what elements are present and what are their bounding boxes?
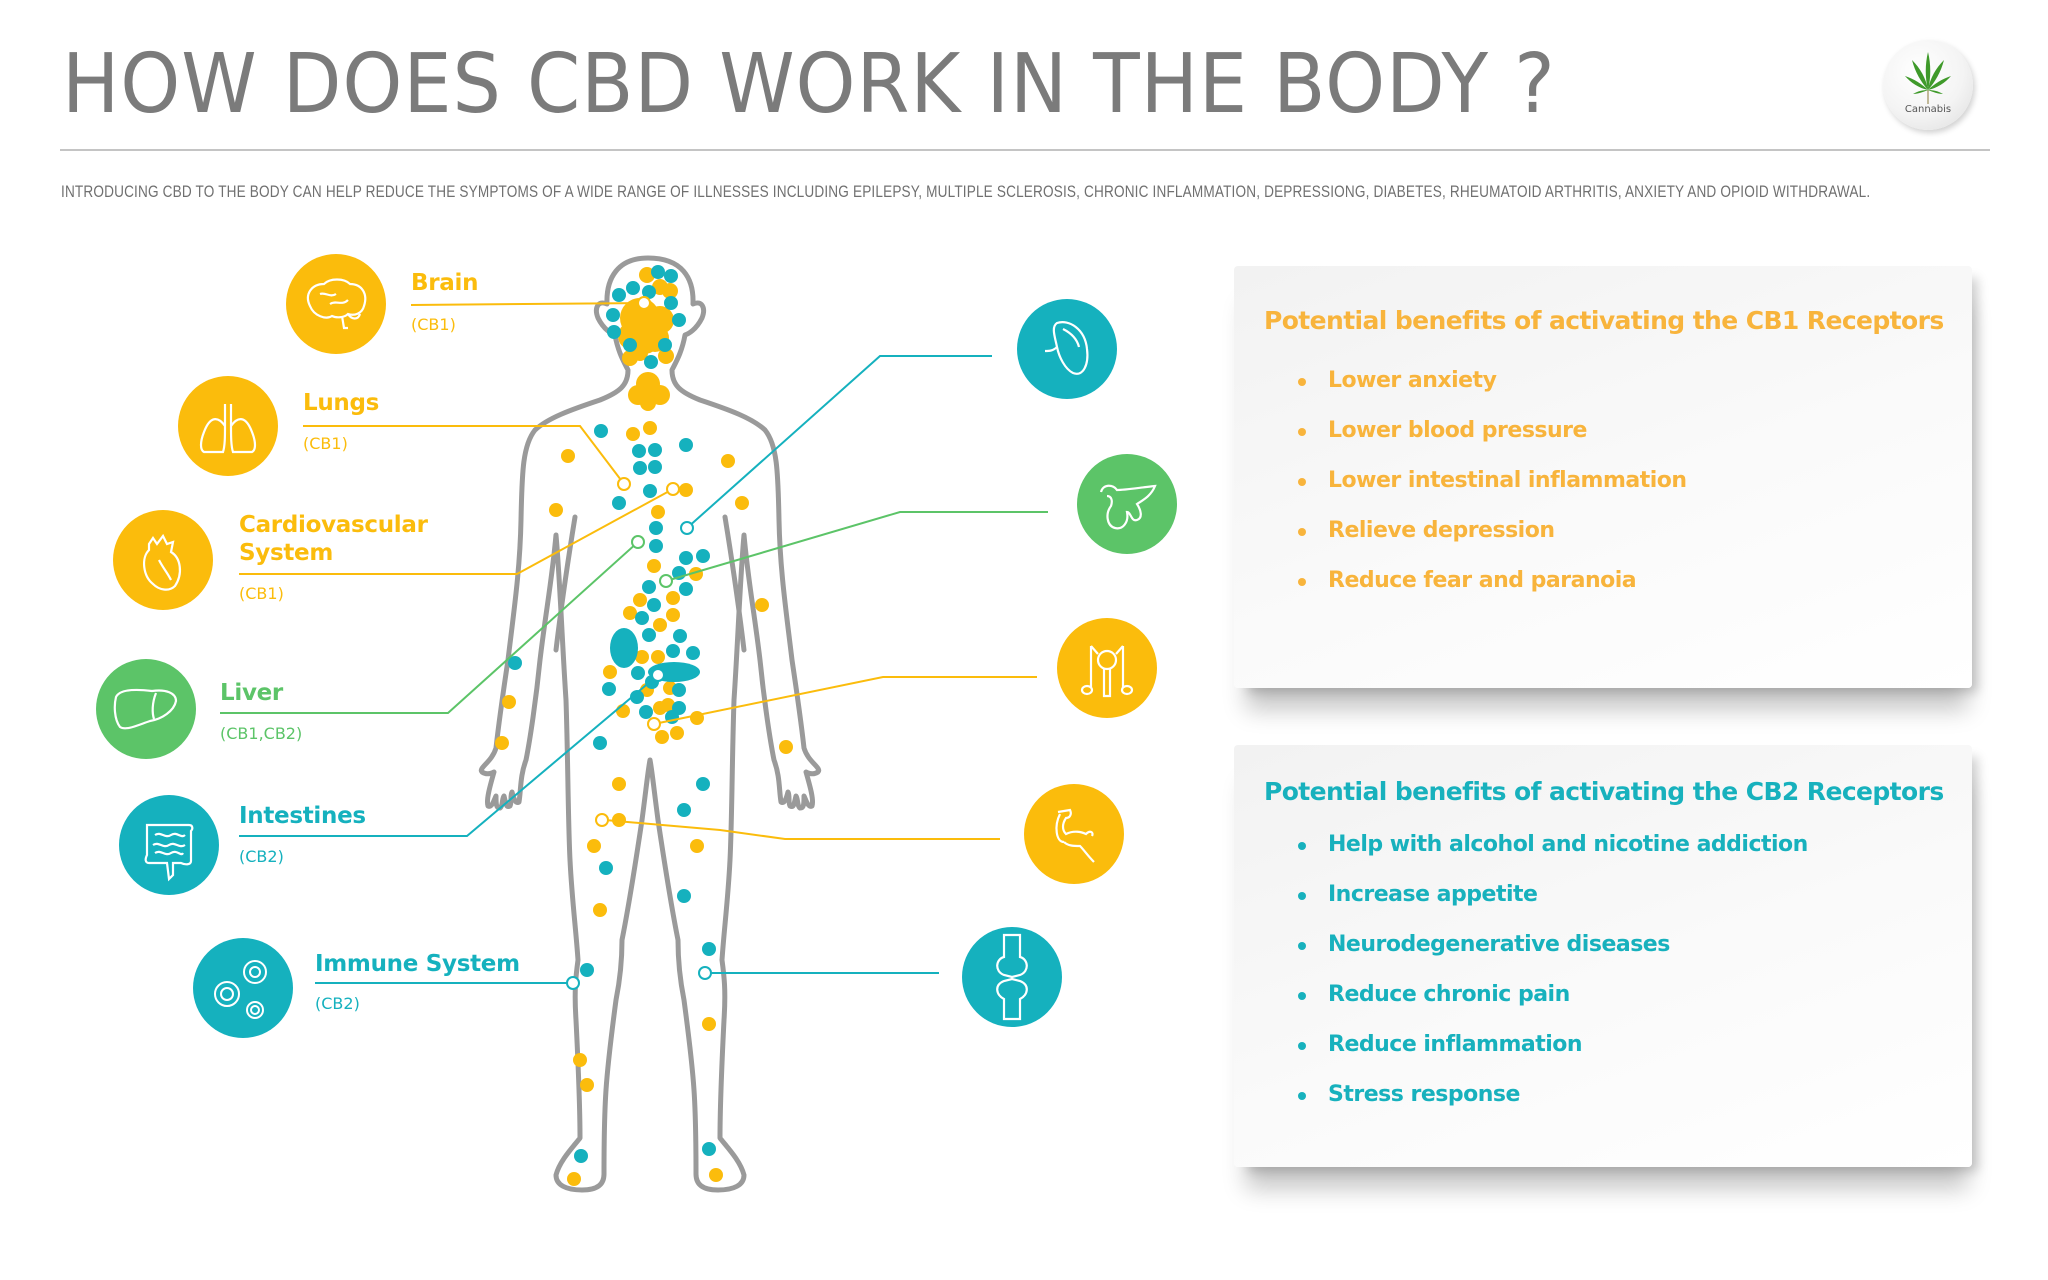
bullet-icon xyxy=(1298,942,1306,950)
list-item: Reduce fear and paranoia xyxy=(1294,566,1687,616)
list-item-text: Neurodegenerative diseases xyxy=(1328,932,1670,957)
brain-leader xyxy=(410,302,645,306)
organ-label: Brain xyxy=(411,270,479,296)
cb2-benefits-list: Help with alcohol and nicotine addiction… xyxy=(1294,830,1808,1130)
receptor-label: (CB1) xyxy=(303,434,348,453)
cb1-benefits-list: Lower anxiety Lower blood pressure Lower… xyxy=(1294,366,1687,616)
page-subtitle: INTRODUCING CBD TO THE BODY CAN HELP RED… xyxy=(61,182,1871,201)
reproductive-leader xyxy=(653,676,1037,725)
liver-leader xyxy=(220,541,639,714)
cb2-receptor-dots xyxy=(508,265,716,1163)
organ-label: Immune System xyxy=(315,951,520,977)
bullet-icon xyxy=(1298,478,1306,486)
organ-label-line1: Cardiovascular xyxy=(239,512,428,538)
list-item-text: Relieve depression xyxy=(1328,518,1555,543)
spleen-leader xyxy=(686,355,992,529)
brain-icon xyxy=(286,254,386,354)
page-title: HOW DOES CBD WORK IN THE BODY ? xyxy=(62,37,1556,132)
list-item: Increase appetite xyxy=(1294,880,1808,930)
list-item-text: Stress response xyxy=(1328,1082,1520,1107)
bullet-icon xyxy=(1298,428,1306,436)
bullet-icon xyxy=(1298,528,1306,536)
receptor-label: (CB2) xyxy=(315,994,360,1013)
panel-title: Potential benefits of activating the CB1… xyxy=(1264,306,1944,335)
bullet-icon xyxy=(1298,1042,1306,1050)
organ-label: Intestines xyxy=(239,803,366,829)
pancreas-icon xyxy=(1077,454,1177,554)
spleen-icon xyxy=(1017,299,1117,399)
bullet-icon xyxy=(1298,842,1306,850)
bullet-icon xyxy=(1298,578,1306,586)
lungs-leader xyxy=(303,425,625,485)
list-item-text: Reduce chronic pain xyxy=(1328,982,1570,1007)
list-item-text: Lower anxiety xyxy=(1328,368,1497,393)
intestines-leader xyxy=(239,674,659,837)
organ-label: Lungs xyxy=(303,390,380,416)
title-divider xyxy=(60,149,1990,151)
muscles-leader xyxy=(604,819,1000,840)
cb2-benefits-panel: Potential benefits of activating the CB2… xyxy=(1234,745,1972,1167)
cb1-receptor-dots xyxy=(495,267,793,1186)
bullet-icon xyxy=(1298,378,1306,386)
muscle-arm-icon xyxy=(1024,784,1124,884)
bullet-icon xyxy=(1298,1092,1306,1100)
liver-icon xyxy=(96,659,196,759)
organ-label-line2: System xyxy=(239,540,334,566)
reproductive-icon xyxy=(1057,618,1157,718)
list-item: Reduce chronic pain xyxy=(1294,980,1808,1030)
logo-label: Cannabis xyxy=(1904,104,1952,115)
list-item: Lower blood pressure xyxy=(1294,416,1687,466)
list-item: Neurodegenerative diseases xyxy=(1294,930,1808,980)
list-item-text: Reduce inflammation xyxy=(1328,1032,1583,1057)
receptor-label: (CB1,CB2) xyxy=(220,724,303,743)
list-item-text: Help with alcohol and nicotine addiction xyxy=(1328,832,1808,857)
list-item: Relieve depression xyxy=(1294,516,1687,566)
cardio-leader xyxy=(239,488,674,575)
list-item-text: Increase appetite xyxy=(1328,882,1538,907)
receptor-label: (CB1) xyxy=(239,584,284,603)
leader-lines xyxy=(220,302,1048,984)
pancreas-leader xyxy=(665,511,1048,582)
lungs-icon xyxy=(178,376,278,476)
intestines-icon xyxy=(119,795,219,895)
panel-title: Potential benefits of activating the CB2… xyxy=(1264,777,1944,806)
list-item: Lower anxiety xyxy=(1294,366,1687,416)
body-outline xyxy=(478,255,822,1193)
heart-icon xyxy=(113,510,213,610)
list-item-text: Lower blood pressure xyxy=(1328,418,1587,443)
list-item: Stress response xyxy=(1294,1080,1808,1130)
list-item: Lower intestinal inflammation xyxy=(1294,466,1687,516)
list-item-text: Lower intestinal inflammation xyxy=(1328,468,1687,493)
bullet-icon xyxy=(1298,892,1306,900)
bone-joint-icon xyxy=(962,927,1062,1027)
list-item: Reduce inflammation xyxy=(1294,1030,1808,1080)
leader-endpoints xyxy=(566,296,712,990)
list-item: Help with alcohol and nicotine addiction xyxy=(1294,830,1808,880)
cannabis-logo-badge: Cannabis xyxy=(1883,40,1973,130)
organ-label: Liver xyxy=(220,680,283,706)
list-item-text: Reduce fear and paranoia xyxy=(1328,568,1637,593)
immune-cells-icon xyxy=(193,938,293,1038)
receptor-label: (CB1) xyxy=(411,315,456,334)
cb1-benefits-panel: Potential benefits of activating the CB1… xyxy=(1234,266,1972,688)
receptor-label: (CB2) xyxy=(239,847,284,866)
bullet-icon xyxy=(1298,992,1306,1000)
cannabis-leaf-icon xyxy=(1905,52,1951,104)
